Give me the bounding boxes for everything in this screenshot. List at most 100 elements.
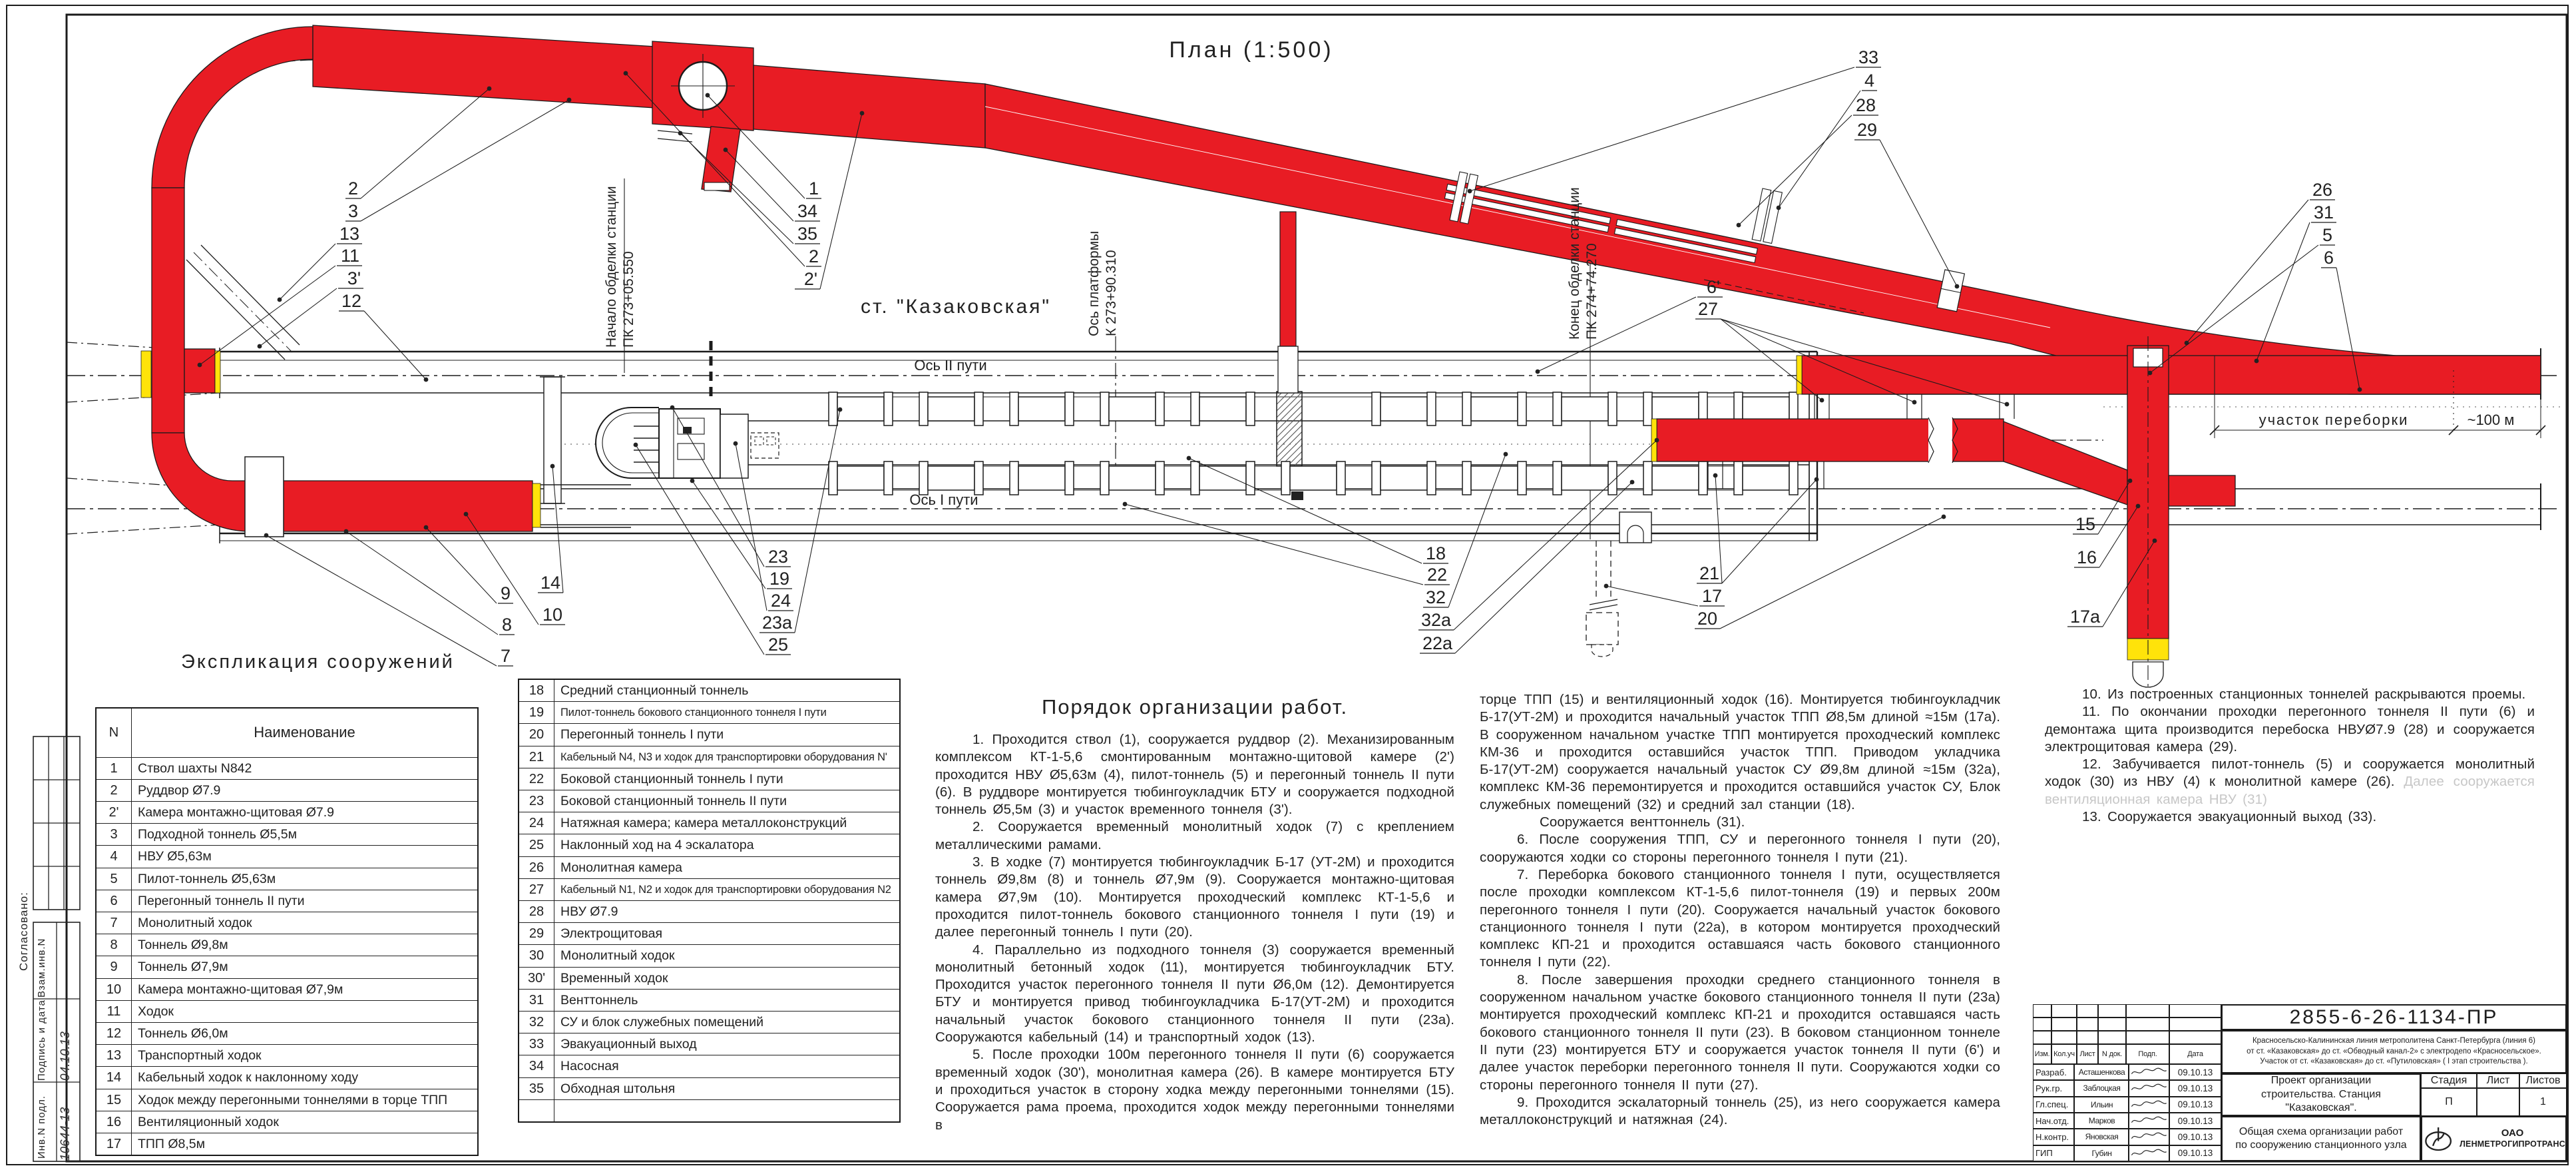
titleblock-org-cell: ОАО ЛЕНМЕТРОГИПРОТРАНС: [2421, 1116, 2567, 1161]
explication-row: 2'Камера монтажно-щитовая Ø7.9: [95, 800, 479, 824]
explication-cell-number: 34: [518, 1055, 554, 1078]
sheet-frame: [6, 5, 2569, 1165]
explication-header-name: Наименование: [131, 707, 479, 758]
dimension-rebuild-section: [2209, 356, 2546, 438]
svg-text:Ось I пути: Ось I пути: [909, 491, 978, 508]
explication-cell-number: 14: [95, 1066, 132, 1089]
work-order-paragraph: 12. Забучивается пилот-тоннель (5) и соо…: [2045, 756, 2535, 807]
plan-callouts: 2 3 13 11 3' 12 1 34 35 2 2' 33 4 28 29 …: [197, 47, 2362, 667]
callout-15: 15: [2073, 478, 2133, 535]
explication-cell-name: НВУ Ø5,63м: [131, 845, 479, 868]
titleblock-signer-date: 09.10.13: [2169, 1080, 2221, 1097]
svg-text:32а: 32а: [1421, 610, 1452, 630]
signature: [2131, 1132, 2167, 1139]
svg-text:22а: 22а: [1422, 633, 1453, 653]
callout-32а: 32а: [1418, 438, 1659, 631]
explication-cell-number: 19: [518, 701, 554, 725]
svg-text:31: 31: [2314, 202, 2334, 222]
explication-cell-number: 11: [95, 1000, 132, 1023]
titleblock-sheets-label: Листов: [2519, 1073, 2567, 1088]
explication-cell-number: 3: [95, 823, 132, 846]
titleblock-revision-cell: [2126, 1004, 2169, 1018]
explication-cell-name: [554, 1099, 901, 1123]
callout-22: 22: [1122, 501, 1450, 585]
svg-text:16: 16: [2077, 547, 2097, 567]
titleblock-signer-role: Рук.гр.: [2033, 1080, 2074, 1097]
work-order-paragraph: 7. Переборка бокового станционного тонне…: [1480, 866, 2000, 970]
explication-cell-number: 13: [95, 1044, 132, 1067]
signature: [2131, 1100, 2167, 1107]
explication-cell-name: Натяжная камера; камера металлоконструкц…: [554, 812, 901, 835]
explication-cell-number: 29: [518, 922, 554, 946]
titleblock-revision-cell: [2126, 1018, 2169, 1031]
svg-text:11: 11: [341, 246, 359, 266]
titleblock-signer-signature: [2129, 1129, 2169, 1145]
svg-text:10: 10: [542, 605, 562, 625]
explication-cell-name: Тоннель Ø7,9м: [131, 956, 479, 979]
svg-text:5: 5: [2322, 225, 2332, 245]
svg-text:20: 20: [1697, 609, 1717, 629]
titleblock-stage-label: Стадия: [2421, 1073, 2477, 1088]
titleblock-signer-signature: [2129, 1096, 2169, 1113]
explication-cell-number: 2: [95, 778, 132, 802]
titleblock-signer-signature: [2129, 1080, 2169, 1097]
callout-13: 13: [277, 224, 362, 302]
titleblock-signer-date: 09.10.13: [2169, 1145, 2221, 1161]
explication-cell-name: Средний станционный тоннель: [554, 679, 901, 703]
org-logo: [2425, 1127, 2452, 1151]
callout-2: 2: [623, 71, 821, 267]
explication-cell-number: 22: [518, 767, 554, 791]
titleblock-signer-signature: [2129, 1064, 2169, 1081]
callout-3: 3: [345, 97, 572, 222]
explication-cell-name: Подходной тоннель Ø5,5м: [131, 823, 479, 846]
explication-cell-name: Ходок между перегонными тоннелями в торц…: [131, 1088, 479, 1111]
titleblock-revision-cell: [2033, 1004, 2051, 1018]
svg-text:7: 7: [501, 646, 511, 666]
explication-cell-name: Монолитный ходок: [131, 911, 479, 935]
explication-cell-name: Кабельный N1, N2 и ходок для транспортир…: [554, 878, 901, 902]
work-order-paragraph: 10. Из построенных станционных тоннелей …: [2082, 687, 2526, 702]
explication-cell-name: СУ и блок служебных помещений: [554, 1011, 901, 1034]
svg-text:24: 24: [771, 591, 791, 611]
org-name: ЛЕНМЕТРОГИПРОТРАНС: [2460, 1139, 2565, 1149]
titleblock-signer-name: Яновская: [2074, 1129, 2129, 1145]
explication-cell-name: Пилот-тоннель Ø5,63м: [131, 867, 479, 890]
callout-3': 3': [257, 268, 363, 349]
explication-cell-name: Кабельный N4, N3 и ходок для транспортир…: [554, 745, 901, 768]
callout-7: 7: [264, 533, 513, 667]
svg-text:2: 2: [348, 178, 358, 198]
titleblock-revision-cell: [2169, 1018, 2221, 1031]
titleblock-sheets-value: 1: [2519, 1088, 2567, 1116]
svg-text:Ось II пути: Ось II пути: [914, 357, 986, 374]
titleblock-header-Изм.: Изм.: [2033, 1044, 2051, 1064]
tunnel-network-red: [140, 25, 2541, 693]
work-order-paragraph: 13. Сооружается эвакуационный выход (33)…: [2082, 809, 2377, 825]
titleblock-signer-role: Нач.отд.: [2033, 1112, 2074, 1129]
callout-5: 5: [2147, 225, 2335, 376]
explication-cell-number: 24: [518, 812, 554, 835]
callout-29: 29: [1854, 120, 1960, 289]
callout-22а: 22а: [1420, 479, 1635, 654]
callout-35: 35: [678, 131, 820, 244]
explication-cell-number: 31: [518, 988, 554, 1012]
callout-27: 27: [1695, 299, 2010, 407]
explication-cell-name: Обходная штольня: [554, 1077, 901, 1100]
titleblock-revision-cell: [2077, 1018, 2098, 1031]
svg-text:22: 22: [1427, 565, 1447, 585]
explication-cell-name: Перегонный тоннель II пути: [131, 889, 479, 912]
